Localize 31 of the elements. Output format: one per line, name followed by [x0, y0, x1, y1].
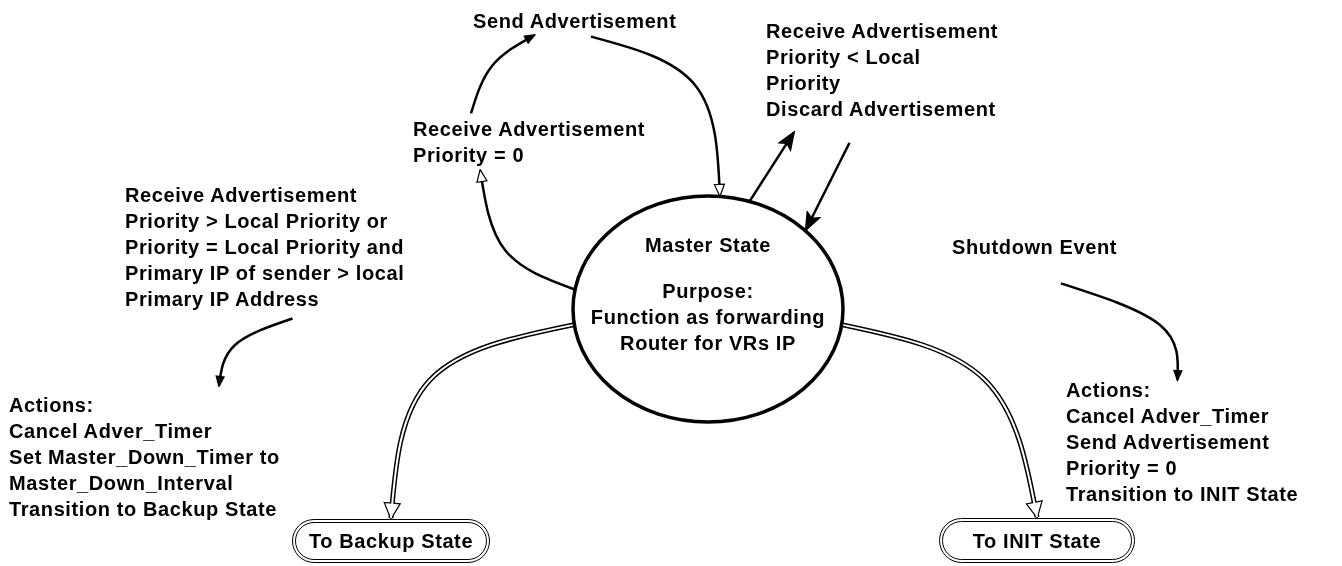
transition-label: Receive Advertisement	[125, 183, 357, 208]
transition-label: Send Advertisement Priority = 0	[1066, 430, 1271, 481]
state-title: Master State	[644, 233, 772, 258]
arrow	[748, 130, 795, 202]
transition-label: Transition to Backup State	[9, 497, 277, 522]
transition-label: Cancel Adver_Timer	[1066, 404, 1270, 429]
purpose-text: Function as forwarding Router for VRs IP	[589, 305, 827, 356]
transition-label: Cancel Adver_Timer	[9, 419, 213, 444]
double-line-arrow	[383, 322, 574, 520]
transition-label: Receive Advertisement	[413, 117, 645, 142]
transition-label: Priority > Local Priority or Priority = Local Priority and Primary IP of sender > local Primary IP Address	[125, 209, 406, 312]
double-line-arrow	[842, 322, 1043, 519]
transition-label: Shutdown Event	[952, 235, 1118, 260]
transition-label: Actions:	[9, 393, 94, 418]
state-label: To Backup State	[308, 529, 474, 554]
arrow	[469, 34, 536, 114]
transition-label: Actions:	[1066, 378, 1151, 403]
purpose-label: Purpose:	[662, 279, 754, 304]
arrow	[476, 169, 575, 291]
arrow	[1060, 282, 1183, 382]
arrow	[590, 35, 725, 198]
transition-label: Priority = 0	[413, 143, 525, 168]
arrow	[804, 142, 851, 232]
transition-label: Priority < Local Priority	[766, 45, 922, 96]
transition-label: Discard Advertisement	[766, 97, 996, 122]
state-label: To INIT State	[972, 528, 1102, 554]
transition-label: Send Advertisement	[473, 9, 677, 34]
arrow	[215, 317, 293, 388]
transition-label: Receive Advertisement	[766, 19, 998, 44]
transition-label: Transition to INIT State	[1066, 482, 1299, 507]
transition-label: Set Master_Down_Timer to Master_Down_Interval	[9, 445, 281, 496]
